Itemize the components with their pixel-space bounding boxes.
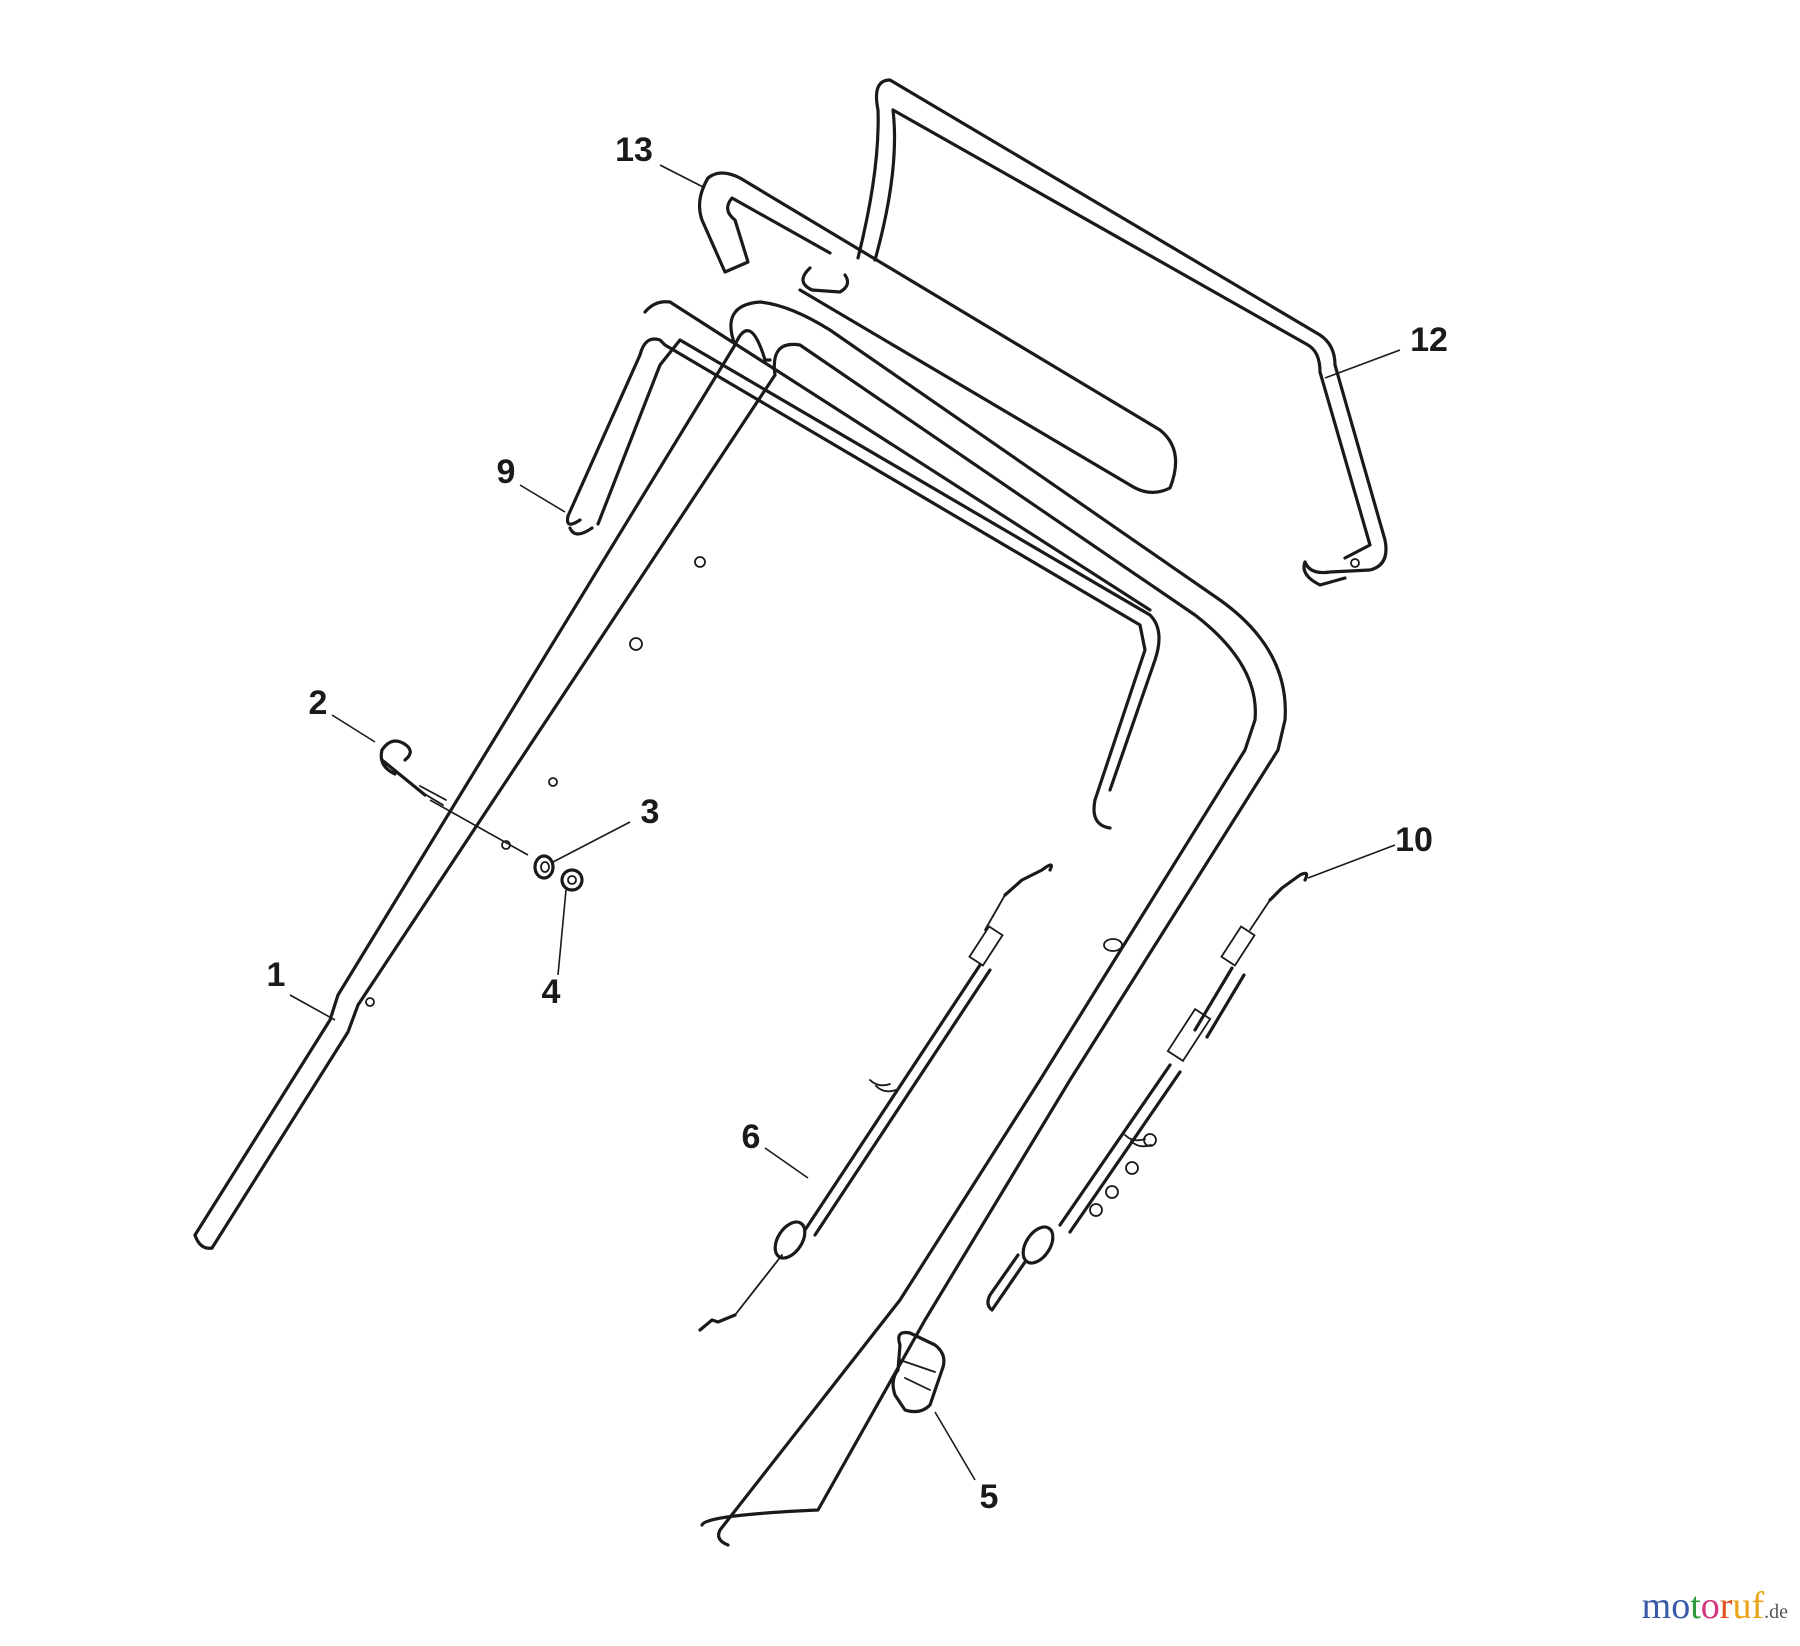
part-label-10: 10 <box>1395 821 1433 859</box>
watermark-letter: r <box>1719 1585 1733 1627</box>
part-label-9: 9 <box>496 453 516 491</box>
part-10-cable <box>986 871 1309 1312</box>
part-5-cable-clip <box>891 1330 946 1414</box>
watermark-letter: o <box>1700 1585 1720 1627</box>
watermark-tld: .de <box>1764 1601 1788 1623</box>
part-2-hook-bolt <box>379 739 447 806</box>
part-label-1: 1 <box>266 956 286 994</box>
part-label-12: 12 <box>1410 321 1448 359</box>
watermark-letter: f <box>1751 1585 1765 1627</box>
watermark-logo: motoruf.de <box>1642 1584 1788 1628</box>
leader-lines <box>289 164 1401 1481</box>
part-13-grip-cover <box>697 171 1178 494</box>
part-label-2: 2 <box>308 684 328 722</box>
part-9-lower-bail <box>565 300 1161 830</box>
part-label-5: 5 <box>979 1478 999 1516</box>
part-right-handle-tube <box>700 300 1287 1547</box>
part-4-nut <box>560 868 584 892</box>
part-3-washer <box>533 854 555 880</box>
part-label-3: 3 <box>640 793 660 831</box>
watermark-letter: u <box>1732 1585 1752 1627</box>
watermark-letter: t <box>1690 1585 1701 1627</box>
part-1-left-handle-tube <box>193 329 777 1250</box>
watermark-letter: m <box>1641 1585 1672 1627</box>
part-6-cable <box>698 863 1053 1332</box>
part-label-13: 13 <box>615 131 653 169</box>
watermark-letter: o <box>1671 1585 1691 1627</box>
part-12-upper-bail <box>856 78 1388 587</box>
part-label-4: 4 <box>541 973 561 1011</box>
part-label-6: 6 <box>741 1118 761 1156</box>
